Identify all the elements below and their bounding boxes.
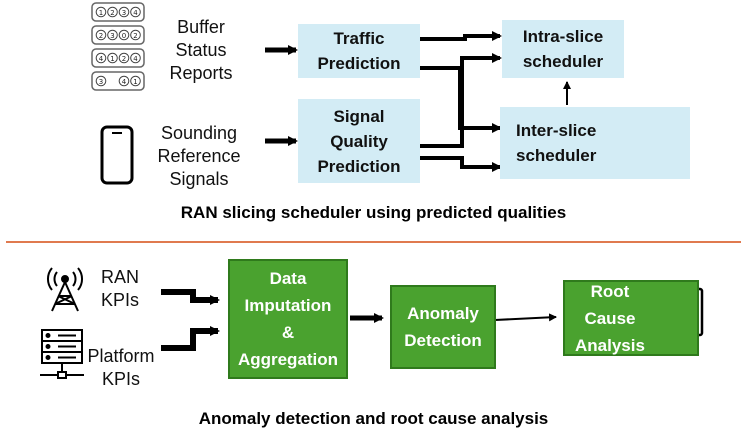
buffer-cell-value: 1 — [110, 55, 114, 63]
inter-slice-scheduler-box: Inter-slice scheduler — [500, 107, 690, 179]
traffic-prediction-box: Traffic Prediction — [298, 24, 420, 78]
buffer-cell-value: 4 — [133, 9, 138, 17]
intra-slice-scheduler-box: Intra-slice scheduler — [502, 20, 624, 78]
buffer-cell-value: 3 — [99, 78, 103, 86]
buffer-cell-value: 0 — [122, 32, 126, 40]
buffer-cell-value: 2 — [122, 55, 126, 63]
bottom-caption: Anomaly detection and root cause analysi… — [198, 409, 549, 428]
arrow-traffic-to-intra — [420, 31, 502, 41]
arrow-anomaly-to-rca — [494, 313, 557, 322]
anomaly-detection-box: Anomaly Detection — [390, 285, 496, 369]
buffer-cell-value: 1 — [99, 9, 103, 17]
buffer-cell-value: 2 — [133, 32, 137, 40]
cell-tower-icon — [47, 267, 83, 312]
buffer-cell-value: 4 — [99, 55, 104, 63]
signal-quality-prediction-box: Signal Quality Prediction — [298, 99, 420, 183]
arrow-signal-to-intra — [420, 53, 502, 148]
platform-kpis-label: Platform KPIs — [87, 346, 155, 389]
server-icon — [40, 329, 84, 379]
buffer-cell-value: 4 — [133, 55, 138, 63]
data-imputation-box: Data Imputation & Aggregation — [228, 259, 348, 379]
buffer-cell-value: 3 — [122, 9, 126, 17]
top-caption: RAN slicing scheduler using predicted qu… — [180, 203, 567, 222]
buffer-status-reports-label: Buffer Status Reports — [169, 17, 233, 83]
arrow-ran-to-imputation — [161, 289, 220, 305]
buffer-cell-value: 1 — [133, 78, 137, 86]
phone-icon — [100, 125, 134, 185]
arrow-signal-to-inter — [420, 156, 502, 172]
buffer-cell-value: 4 — [122, 78, 127, 86]
sounding-reference-signals-label: Sounding Reference Signals — [157, 123, 241, 189]
buffer-cell-value: 3 — [110, 32, 114, 40]
arrow-platform-to-imputation — [161, 326, 220, 351]
top-arrows — [265, 31, 571, 172]
buffer-cell-value: 2 — [99, 32, 103, 40]
buffer-cell-value: 2 — [110, 9, 114, 17]
bottom-arrows — [161, 289, 557, 351]
root-cause-analysis-box: Root Cause Analysis — [563, 280, 699, 356]
ran-kpis-label: RAN KPIs — [100, 267, 139, 310]
